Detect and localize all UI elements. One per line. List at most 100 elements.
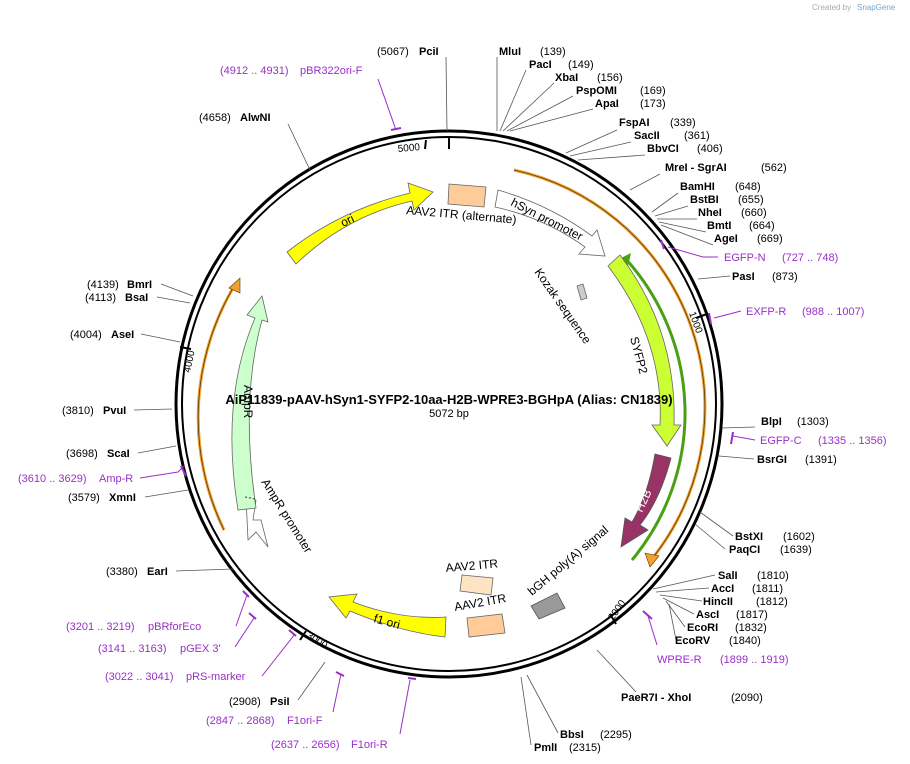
site-name-psii[interactable]: PsiI — [270, 696, 290, 708]
site-name-bsai[interactable]: BsaI — [125, 292, 148, 304]
site-name-sali[interactable]: SalI — [718, 570, 738, 582]
feature-ampr[interactable] — [231, 295, 269, 511]
site-pos-sacii: (361) — [684, 130, 710, 142]
site-name-bsrgi[interactable]: BsrGI — [757, 454, 787, 466]
site-name-bamhi[interactable]: BamHI — [680, 181, 715, 193]
site-name-pspomi[interactable]: PspOMI — [576, 85, 617, 97]
site-name-pvui[interactable]: PvuI — [103, 405, 126, 417]
site-pos-scai: (3698) — [66, 448, 98, 460]
site-name-bmri[interactable]: BmrI — [127, 279, 152, 291]
primer-range-pbrforeco: (3201 .. 3219) — [66, 621, 135, 633]
feature-h2b[interactable] — [620, 453, 672, 548]
site-name-paqci[interactable]: PaqCI — [729, 544, 760, 556]
site-name-bbsi[interactable]: BbsI — [560, 729, 584, 741]
site-name-paci[interactable]: PacI — [529, 59, 552, 71]
feature-label-ampr: AmpR — [241, 385, 255, 419]
site-name-eari[interactable]: EarI — [147, 566, 168, 578]
primer-name-wpre-r[interactable]: WPRE-R — [657, 654, 702, 666]
site-pos-pcii: (5067) — [377, 46, 409, 58]
syfp2-orf-arc-head — [619, 253, 631, 266]
site-name-scai[interactable]: ScaI — [107, 448, 130, 460]
primer-name-exfp-r[interactable]: EXFP-R — [746, 306, 786, 318]
site-name-alwni[interactable]: AlwNI — [240, 112, 271, 124]
feature-f1-ori[interactable] — [328, 593, 447, 638]
mark-exfp-r — [708, 312, 712, 325]
feature-aav2-itr-alt[interactable] — [447, 183, 487, 208]
site-name-blpi[interactable]: BlpI — [761, 416, 782, 428]
site-name-xbai[interactable]: XbaI — [555, 72, 578, 84]
site-name-pasi[interactable]: PasI — [732, 271, 755, 283]
site-name-xmni[interactable]: XmnI — [109, 492, 136, 504]
site-name-bstxi[interactable]: BstXI — [735, 531, 763, 543]
feature-bgh-polya[interactable] — [530, 592, 566, 620]
leader-f1ori-r — [399, 679, 411, 735]
feature-hsyn-promoter[interactable] — [494, 189, 606, 257]
site-name-fspai[interactable]: FspAI — [619, 117, 650, 129]
site-name-mlui[interactable]: MluI — [499, 46, 521, 58]
site-name-agei[interactable]: AgeI — [714, 233, 738, 245]
site-name-pcii[interactable]: PciI — [419, 46, 439, 58]
site-name-paer7i-xhoi[interactable]: PaeR7I - XhoI — [621, 692, 691, 704]
site-name-bmti[interactable]: BmtI — [707, 220, 731, 232]
leader-asci — [662, 597, 695, 615]
site-name-bstbi[interactable]: BstBI — [690, 194, 719, 206]
feature-kozak[interactable] — [576, 283, 588, 301]
primer-name-pbr322ori-f[interactable]: pBR322ori-F — [300, 65, 363, 77]
leader-sacii — [569, 141, 632, 157]
ampr-junction — [244, 496, 256, 500]
primer-name-egfp-n[interactable]: EGFP-N — [724, 252, 766, 264]
site-pos-bsrgi: (1391) — [805, 454, 837, 466]
feature-label-ori: ori — [338, 211, 356, 229]
site-name-asci[interactable]: AscI — [696, 609, 719, 621]
feature-label-hsyn-promoter: hSyn promoter — [509, 195, 585, 243]
site-name-apai[interactable]: ApaI — [595, 98, 619, 110]
site-name-acci[interactable]: AccI — [711, 583, 734, 595]
site-pos-fspai: (339) — [670, 117, 696, 129]
site-pos-bbsi: (2295) — [600, 729, 632, 741]
site-name-asei[interactable]: AseI — [111, 329, 134, 341]
backbone-outer — [174, 129, 724, 679]
site-pos-acci: (1811) — [752, 583, 783, 595]
site-name-pmli[interactable]: PmlI — [534, 742, 557, 754]
tick-2000 — [609, 613, 617, 625]
site-pos-pasi: (873) — [772, 271, 798, 283]
feature-label-bgh-polya: bGH poly(A) signal — [525, 523, 611, 598]
primer-name-prs-marker[interactable]: pRS-marker — [186, 671, 246, 683]
plasmid-length: 5072 bp — [429, 408, 469, 420]
site-name-hincii[interactable]: HincII — [703, 596, 733, 608]
primer-name-f1ori-f[interactable]: F1ori-F — [287, 715, 323, 727]
site-name-nhei[interactable]: NheI — [698, 207, 722, 219]
site-pos-pspomi: (169) — [640, 85, 666, 97]
leader-pspomi — [506, 95, 574, 132]
site-pos-bmti: (664) — [749, 220, 775, 232]
site-pos-pvui: (3810) — [62, 405, 94, 417]
feature-syfp2[interactable] — [607, 254, 682, 447]
leader-bbsi — [526, 674, 559, 734]
primer-name-amp-r[interactable]: Amp-R — [99, 473, 133, 485]
primer-name-pbrforeco[interactable]: pBRforEco — [148, 621, 201, 633]
mark-egfp-c — [730, 431, 734, 445]
primer-name-f1ori-r[interactable]: F1ori-R — [351, 739, 388, 751]
site-name-bbvci[interactable]: BbvCI — [647, 143, 679, 155]
site-name-ecorv[interactable]: EcoRV — [675, 635, 711, 647]
primer-name-egfp-c[interactable]: EGFP-C — [760, 435, 802, 447]
site-name-mrei-sgrai[interactable]: MreI - SgrAI — [665, 162, 727, 174]
leader-pmli — [520, 676, 532, 746]
leader-pbrforeco — [235, 594, 248, 627]
site-name-sacii[interactable]: SacII — [634, 130, 660, 142]
leader-hincii — [659, 594, 703, 602]
feature-ori[interactable] — [286, 182, 434, 265]
site-pos-nhei: (660) — [741, 207, 767, 219]
site-pos-ecori: (1832) — [735, 622, 767, 634]
feature-aav2-itr-top[interactable] — [459, 574, 494, 596]
leader-ecorv — [668, 603, 677, 641]
primer-name-pgex-3[interactable]: pGEX 3' — [180, 643, 221, 655]
leader-pasi — [697, 275, 731, 280]
feature-aav2-itr-bottom[interactable] — [466, 613, 506, 638]
leader-agei — [660, 224, 714, 246]
leader-amp-r — [139, 465, 185, 479]
tick-label-4000: 4000 — [182, 349, 197, 373]
site-pos-alwni: (4658) — [199, 112, 231, 124]
site-name-ecori[interactable]: EcoRI — [687, 622, 718, 634]
